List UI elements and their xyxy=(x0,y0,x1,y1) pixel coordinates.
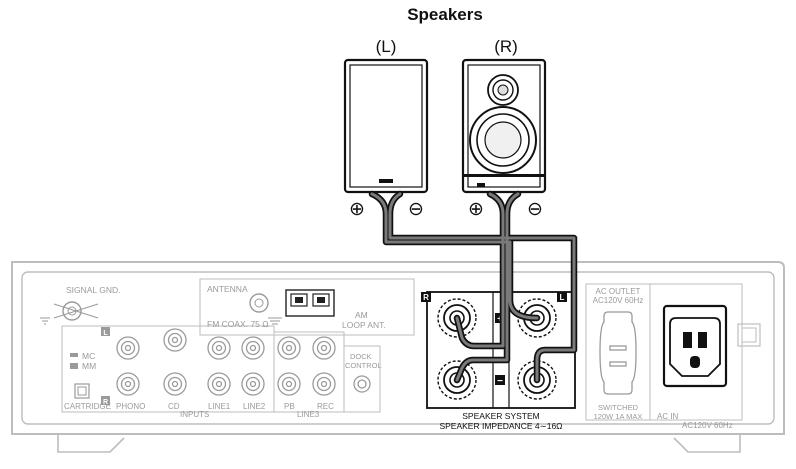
inputs-label: INPUTS xyxy=(180,410,209,419)
ac-outlet-rating-label: AC120V 60Hz xyxy=(593,296,644,305)
signal-gnd-label: SIGNAL GND. xyxy=(66,285,120,295)
terminal-minus-marker: − xyxy=(497,376,503,387)
rec-l-jack xyxy=(312,336,336,360)
pb-r-jack xyxy=(277,372,301,396)
ac-outlet-label: AC OUTLET xyxy=(596,287,641,296)
rec-label: REC xyxy=(317,402,334,411)
fm-coax-jack xyxy=(249,293,269,313)
line1-label: LINE1 xyxy=(208,402,231,411)
cd-label: CD xyxy=(168,402,180,411)
ac-in-rating-label: AC120V 60Hz xyxy=(682,421,733,430)
left-plus-icon: ⊕ xyxy=(349,199,365,220)
am-antenna-terminal xyxy=(268,289,335,325)
ac-inlet-socket xyxy=(662,304,728,388)
input-channel-l-badge: L xyxy=(103,330,108,337)
cartridge-switch xyxy=(74,383,90,399)
pb-l-jack xyxy=(277,336,301,360)
mc-label: MC xyxy=(82,351,95,361)
input-channel-r-badge: R xyxy=(103,399,108,406)
phono-l-jack xyxy=(116,336,140,360)
signal-gnd-terminal xyxy=(40,301,99,325)
speaker-cables xyxy=(368,190,578,384)
right-plus-icon: ⊕ xyxy=(468,199,484,220)
phono-r-jack xyxy=(116,372,140,396)
cd-r-jack xyxy=(163,372,187,396)
switched-rating-label: 120W 1A MAX xyxy=(594,412,643,421)
ac-outlet-socket xyxy=(599,311,637,395)
dock-label: DOCK xyxy=(350,352,372,361)
cd-l-jack xyxy=(163,328,187,352)
pb-label: PB xyxy=(284,402,295,411)
speaker-left xyxy=(343,58,429,194)
speaker-left-label: (L) xyxy=(376,37,397,56)
line2-l-jack xyxy=(241,336,265,360)
diagram-title: Speakers xyxy=(407,5,483,24)
speaker-system-label: SPEAKER SYSTEM xyxy=(462,411,539,421)
antenna-label: ANTENNA xyxy=(207,284,248,294)
line3-label: LINE3 xyxy=(297,410,320,419)
ac-in-label: AC IN xyxy=(657,412,679,421)
fm-coax-label: FM COAX. 75 Ω xyxy=(207,319,269,329)
mm-label: MM xyxy=(82,361,96,371)
switched-label: SWITCHED xyxy=(598,403,639,412)
line1-r-jack xyxy=(207,372,231,396)
line1-l-jack xyxy=(207,336,231,360)
am-loop-ant-label: LOOP ANT. xyxy=(342,320,386,330)
speaker-impedance-label: SPEAKER IMPEDANCE 4∼16Ω xyxy=(439,421,562,431)
am-label: AM xyxy=(355,310,368,320)
left-minus-icon: ⊖ xyxy=(408,199,424,220)
rec-r-jack xyxy=(312,372,336,396)
dock-control-jack xyxy=(353,375,371,393)
rca-jacks xyxy=(116,328,371,396)
control-label: CONTROL xyxy=(345,361,382,370)
speaker-right xyxy=(461,58,547,194)
right-minus-icon: ⊖ xyxy=(527,199,543,220)
line2-r-jack xyxy=(241,372,265,396)
phono-label: PHONO xyxy=(116,402,145,411)
terminal-channel-l-badge: L xyxy=(560,293,565,302)
amplifier-rear-panel xyxy=(11,261,785,453)
cartridge-label: CARTRIDGE xyxy=(64,402,111,411)
speaker-right-label: (R) xyxy=(494,37,518,56)
line2-label: LINE2 xyxy=(243,402,266,411)
terminal-channel-r-badge: R xyxy=(423,293,429,302)
